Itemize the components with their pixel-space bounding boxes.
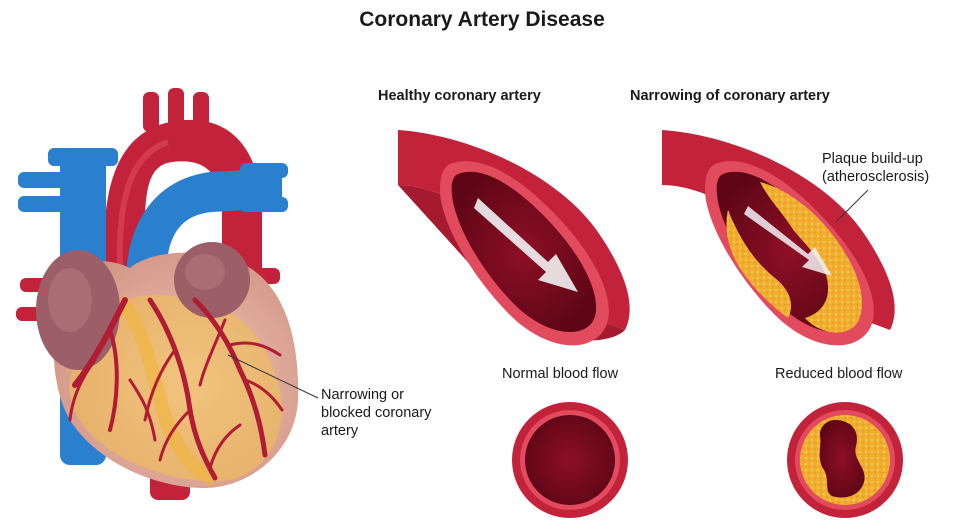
plaque-callout-line xyxy=(836,190,868,222)
heart-illustration xyxy=(16,88,318,500)
healthy-artery-heading: Healthy coronary artery xyxy=(378,88,541,104)
heart-callout-line-1: Narrowing or xyxy=(321,386,431,404)
normal-cross-section xyxy=(512,402,628,518)
healthy-artery-section xyxy=(398,130,630,345)
heart-callout-line-3: artery xyxy=(321,422,431,440)
plaque-callout: Plaque build-up (atherosclerosis) xyxy=(822,150,929,186)
heart-callout: Narrowing or blocked coronary artery xyxy=(321,386,431,440)
heart-callout-line-2: blocked coronary xyxy=(321,404,431,422)
reduced-cross-section xyxy=(787,402,903,518)
plaque-callout-line-2: (atherosclerosis) xyxy=(822,168,929,186)
plaque-callout-line-1: Plaque build-up xyxy=(822,150,929,168)
normal-flow-caption: Normal blood flow xyxy=(502,366,618,382)
reduced-flow-caption: Reduced blood flow xyxy=(775,366,902,382)
narrowed-artery-heading: Narrowing of coronary artery xyxy=(630,88,830,104)
